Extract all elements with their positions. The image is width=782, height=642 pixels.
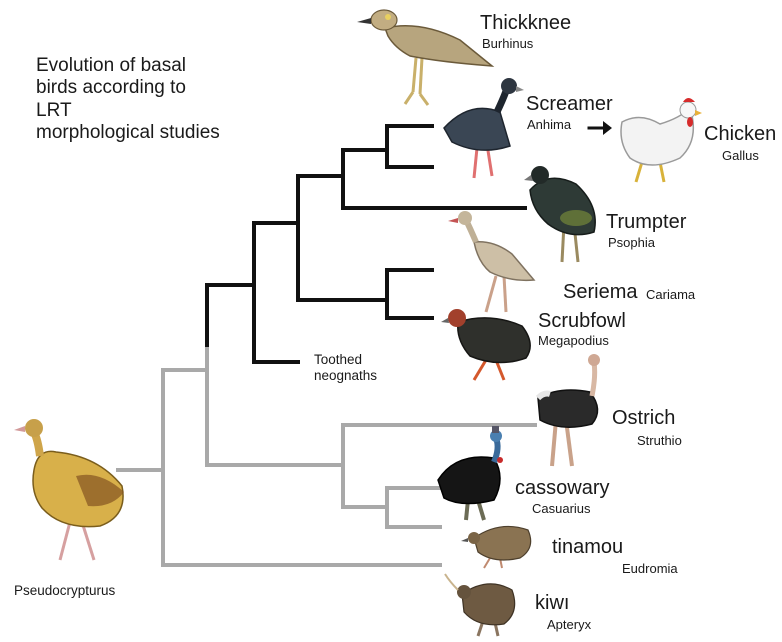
label-screamer: Screamer xyxy=(526,94,613,114)
label-trumpter: Trumpter xyxy=(606,212,686,232)
thickknee-bird-icon xyxy=(357,10,492,105)
seriema-bird-icon xyxy=(448,211,534,312)
chicken-bird-icon xyxy=(621,98,702,182)
label-anhima: Anhima xyxy=(527,118,571,131)
label-ostrich: Ostrich xyxy=(612,408,675,428)
label-scrubfowl: Scrubfowl xyxy=(538,311,626,331)
cassowary-bird-icon xyxy=(438,426,503,520)
label-casuarius: Casuarius xyxy=(532,502,591,515)
figure-title: Evolution of basal birds according to LR… xyxy=(36,55,220,145)
scrubfowl-bird-icon xyxy=(441,309,530,380)
pseudocrypturus-bird-icon xyxy=(14,419,124,560)
label-chicken: Chicken xyxy=(704,124,776,144)
label-gallus: Gallus xyxy=(722,149,759,162)
arrow-icon xyxy=(589,121,612,135)
label-megapodius: Megapodius xyxy=(538,334,609,347)
label-eudromia: Eudromia xyxy=(622,562,678,575)
label-tinamou: tinamou xyxy=(552,537,623,557)
label-pseudocrypturus: Pseudocrypturus xyxy=(14,584,115,598)
label-apteryx: Apteryx xyxy=(547,618,591,631)
label-thickknee: Thickknee xyxy=(480,13,571,33)
label-seriema: Seriema xyxy=(563,282,637,302)
label-psophia: Psophia xyxy=(608,236,655,249)
tinamou-bird-icon xyxy=(461,526,531,568)
ostrich-bird-icon xyxy=(538,354,600,466)
trumpeter-bird-icon xyxy=(524,166,595,262)
label-struthio: Struthio xyxy=(637,434,682,447)
label-toothed-neognaths: Toothed neognaths xyxy=(314,352,377,384)
kiwi-bird-icon xyxy=(445,574,515,636)
label-kiwi: kiwı xyxy=(535,593,569,613)
label-burhinus: Burhinus xyxy=(482,37,533,50)
screamer-bird-icon xyxy=(444,78,524,178)
label-cassowary: cassowary xyxy=(515,478,609,498)
label-cariama: Cariama xyxy=(646,288,695,301)
